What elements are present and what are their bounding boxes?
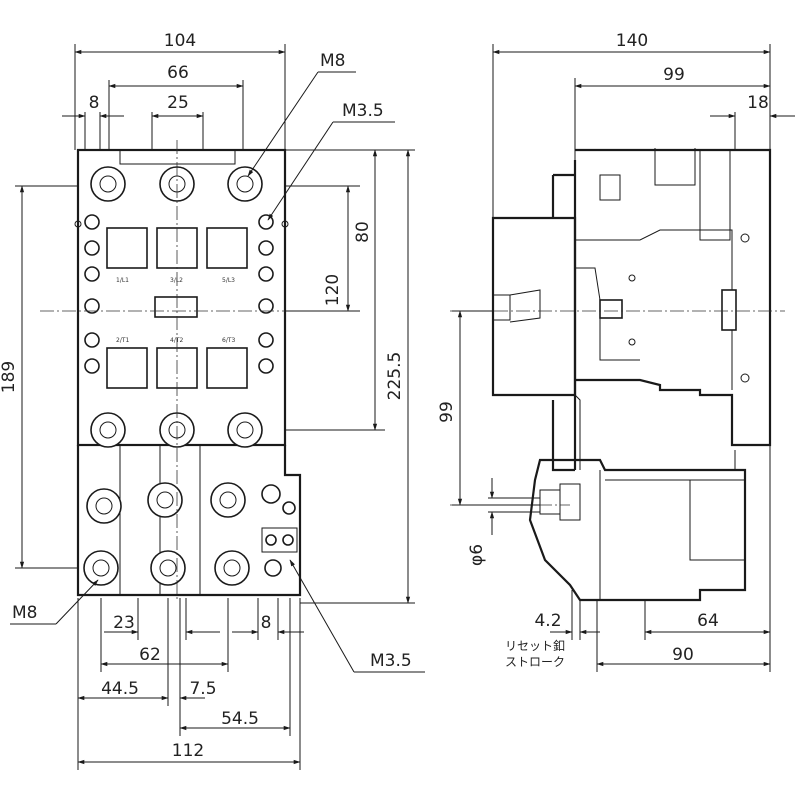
aux-screw-icon: [84, 358, 100, 374]
terminal-screw-icon: [83, 550, 119, 586]
aux-screw-icon: [84, 298, 100, 314]
aux-screw-icon: [265, 534, 277, 546]
indicator-window: [206, 347, 248, 389]
adjust-dial-icon: [261, 484, 281, 504]
reset-button-icon: [282, 501, 296, 515]
dim-4-2: 4.2: [534, 611, 561, 631]
dim-66: 66: [167, 63, 189, 83]
top-rail: [119, 149, 236, 165]
dim-25: 25: [167, 93, 189, 113]
terminal-screw-icon: [99, 421, 117, 439]
dim-phi6: φ6: [467, 544, 487, 566]
aux-screw-icon: [282, 534, 294, 546]
terminal-screw-icon: [227, 412, 263, 448]
front-view: 1/L1 3/L2 5/L3 2/T1 4/T2 6/T3: [0, 31, 425, 770]
side-coil-window: [721, 289, 737, 331]
dim-120: 120: [323, 274, 343, 306]
dim-7-5: 7.5: [189, 679, 216, 699]
side-upper-cover: [575, 148, 772, 447]
dim-99-top: 99: [663, 65, 685, 85]
terminal-screw-icon: [236, 175, 254, 193]
aux-screw-icon: [264, 559, 282, 577]
terminal-screw-icon: [92, 559, 110, 577]
terminal-mark: 6/T3: [222, 337, 236, 344]
terminal-screw-icon: [156, 491, 174, 509]
indicator-window: [206, 227, 248, 269]
side-terminal-screw: [539, 489, 561, 515]
aux-screw-icon: [258, 358, 274, 374]
terminal-screw-icon: [214, 550, 250, 586]
aux-screw-icon: [84, 332, 100, 348]
indicator-window: [106, 227, 148, 269]
reset-note-line1: リセット釦: [505, 638, 565, 653]
terminal-screw-icon: [219, 491, 237, 509]
terminal-screw-icon: [236, 421, 254, 439]
dim-23: 23: [113, 613, 135, 633]
terminal-screw-icon: [99, 175, 117, 193]
terminal-screw-icon: [159, 559, 177, 577]
overload-relay-body: [76, 445, 302, 597]
aux-screw-icon: [84, 266, 100, 282]
dim-62: 62: [139, 645, 161, 665]
dim-80: 80: [353, 221, 373, 243]
front-dimensions: 104 66 8 25 M8 M3.5: [0, 31, 425, 770]
terminal-screw-icon: [210, 482, 246, 518]
aux-terminal-block: [261, 527, 298, 553]
dim-8-top: 8: [89, 93, 100, 113]
dim-104: 104: [164, 31, 196, 51]
dim-189: 189: [0, 361, 19, 393]
label-m35-top: M3.5: [342, 101, 384, 121]
dim-18: 18: [747, 93, 769, 113]
terminal-screw-icon: [150, 550, 186, 586]
label-m8-bottom: M8: [12, 603, 37, 623]
top-main-terminals: [90, 166, 263, 202]
terminal-mark: 2/T1: [116, 337, 130, 344]
aux-terminals: [74, 214, 289, 374]
dim-140: 140: [616, 31, 648, 51]
dim-44-5: 44.5: [101, 679, 139, 699]
dim-54-5: 54.5: [221, 709, 259, 729]
terminal-screw-icon: [223, 559, 241, 577]
terminal-mark: 3/L2: [170, 277, 183, 284]
aux-screw-icon: [258, 214, 274, 230]
reset-note-line2: ストローク: [505, 655, 565, 669]
terminal-screw-icon: [86, 488, 122, 524]
terminal-mark: 5/L3: [222, 277, 235, 284]
bottom-main-terminals: [90, 412, 263, 448]
dim-112: 112: [172, 741, 204, 761]
aux-screw-icon: [258, 266, 274, 282]
dim-99-vertical: 99: [437, 401, 457, 423]
dim-90: 90: [672, 645, 694, 665]
dim-225-5: 225.5: [385, 352, 405, 401]
aux-screw-icon: [258, 332, 274, 348]
relay-terminals: [83, 482, 298, 586]
label-m8-top: M8: [320, 51, 345, 71]
terminal-mark: 1/L1: [116, 277, 129, 284]
aux-screw-icon: [84, 214, 100, 230]
dim-64: 64: [697, 611, 719, 631]
side-body-base: [491, 216, 577, 397]
side-view: 140 99 18 99 φ6 4.2: [437, 31, 795, 672]
mount-hole-icon: [281, 220, 289, 228]
indicator-window: [106, 347, 148, 389]
terminal-screw-icon: [147, 482, 183, 518]
mount-hole-icon: [74, 220, 82, 228]
side-dimensions: 140 99 18 99 φ6 4.2: [437, 31, 795, 672]
terminal-screw-icon: [90, 166, 126, 202]
dim-8-bottom: 8: [261, 613, 272, 633]
terminal-screw-icon: [90, 412, 126, 448]
terminal-screw-icon: [227, 166, 263, 202]
side-armature-window: [599, 299, 623, 319]
aux-screw-icon: [258, 298, 274, 314]
label-m35-bottom: M3.5: [370, 651, 412, 671]
terminal-screw-icon: [95, 497, 113, 515]
side-overload-relay: [528, 458, 747, 602]
armature-window: [154, 296, 198, 318]
aux-screw-icon: [258, 240, 274, 256]
aux-screw-icon: [84, 240, 100, 256]
side-terminal-blocks: [551, 160, 577, 472]
